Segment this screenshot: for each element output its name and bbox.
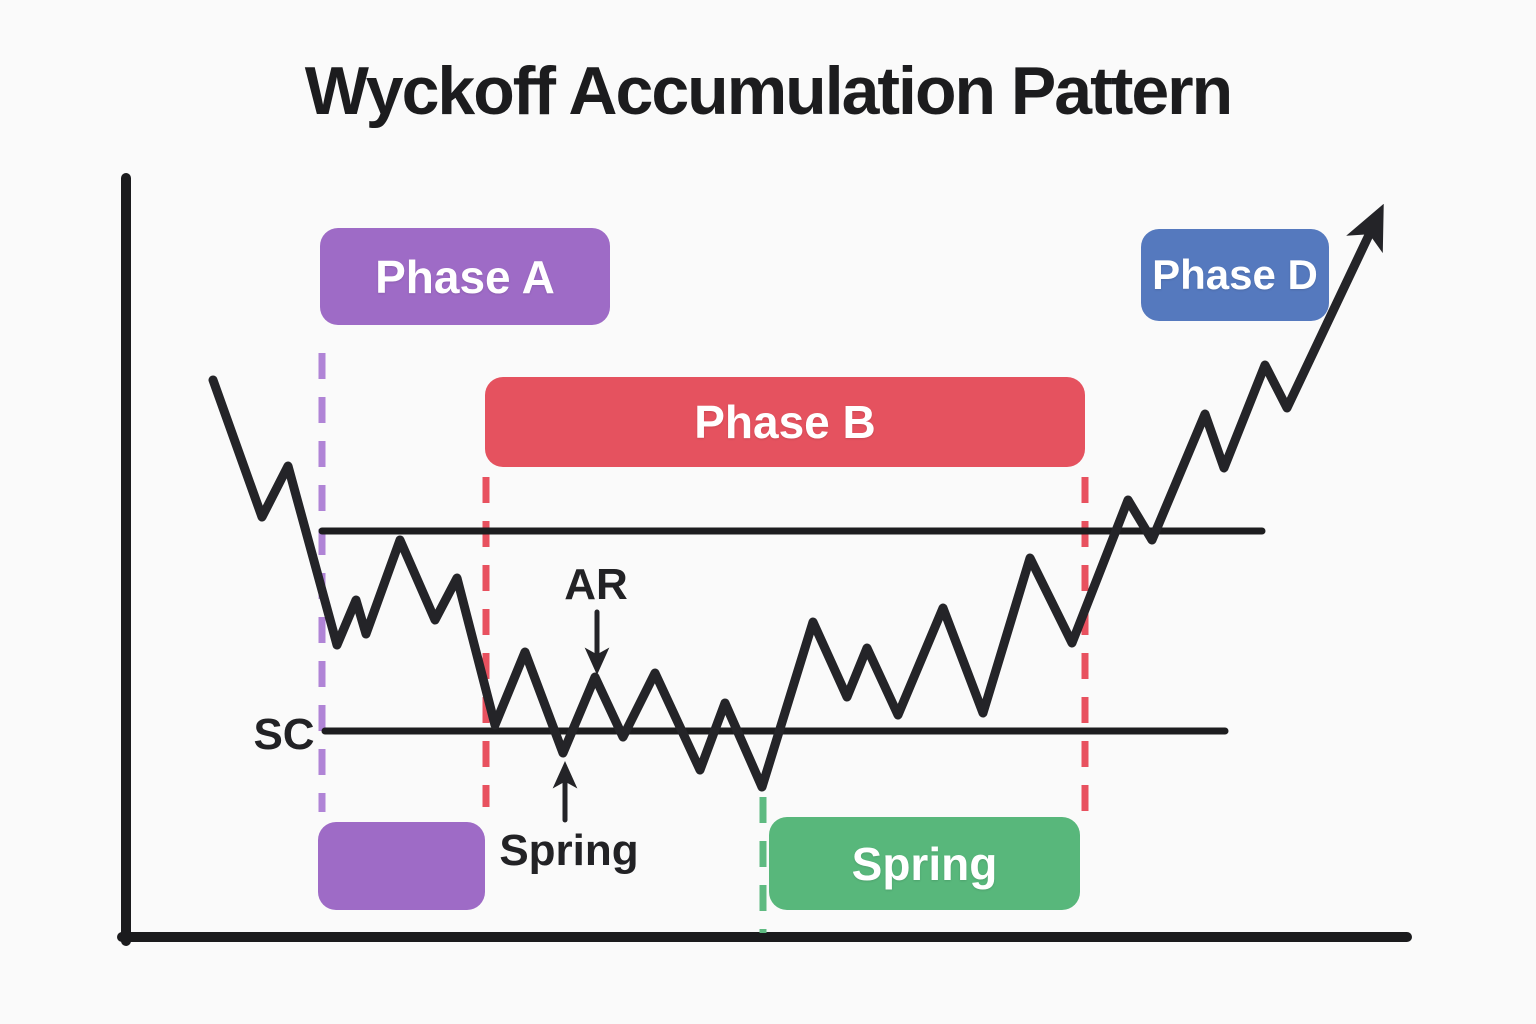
diagram-title: Wyckoff Accumulation Pattern (304, 53, 1233, 129)
spring-annotation: Spring (499, 826, 639, 875)
spring-label-box: Spring (769, 817, 1080, 910)
ar-annotation: AR (564, 560, 628, 609)
unlabeled-purple-box (318, 822, 485, 910)
price-line (208, 203, 1384, 792)
sc-annotation: SC (253, 710, 315, 759)
phase-b-label: Phase B (485, 377, 1085, 467)
phase-a-label: Phase A (320, 228, 610, 325)
phase-d-label: Phase D (1141, 229, 1329, 321)
